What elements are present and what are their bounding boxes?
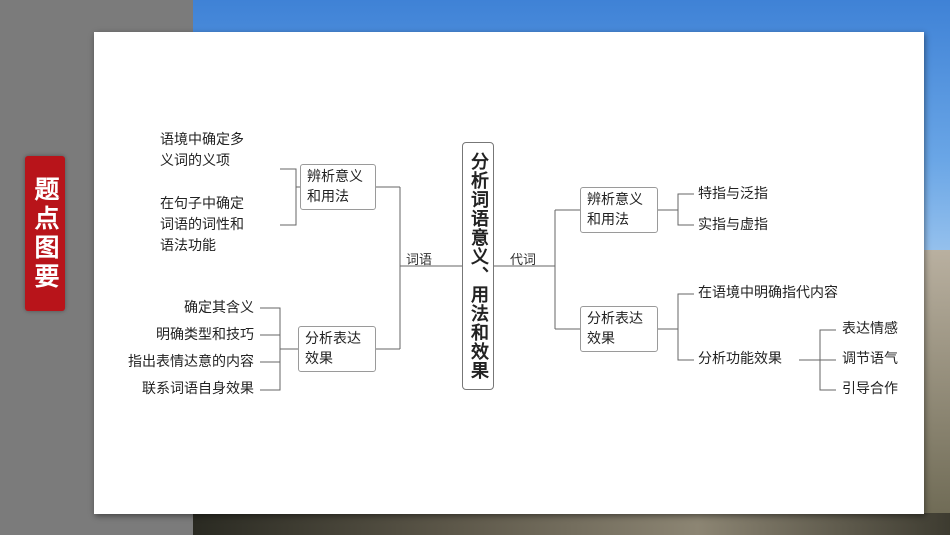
left-item-type-technique: 明确类型和技巧 — [156, 327, 254, 343]
right-box-meaning-usage: 辨析意义 和用法 — [580, 187, 658, 233]
left-item-partofspeech: 在句子中确定 词语的词性和 语法功能 — [160, 194, 244, 257]
ground-scenery — [193, 513, 950, 535]
text-line: 语境中确定多 — [160, 132, 244, 148]
right-item-reference-content: 在语境中明确指代内容 — [698, 285, 838, 301]
right-box-expression-effect: 分析表达 效果 — [580, 306, 658, 352]
line-left-group2-bracket — [260, 307, 281, 391]
right-subitem-tone: 调节语气 — [842, 351, 898, 367]
text-line: 分析表达 — [587, 311, 643, 327]
text-line: 和用法 — [587, 212, 629, 228]
line-left-group1-items — [280, 168, 297, 226]
text-line: 义词的义项 — [160, 153, 230, 169]
right-connector-label: 代词 — [510, 253, 537, 268]
right-subitem-emotion: 表达情感 — [842, 321, 898, 337]
line-right-group2-items — [677, 293, 694, 361]
text-line: 和用法 — [307, 189, 349, 205]
right-item-function-effect: 分析功能效果 — [698, 351, 782, 367]
text-line: 分析表达 — [305, 331, 361, 347]
text-line: 辨析意义 — [307, 169, 363, 185]
text-line: 效果 — [305, 351, 333, 367]
text-line: 辨析意义 — [587, 192, 643, 208]
right-subitem-cooperation: 引导合作 — [842, 381, 898, 397]
left-box-expression-effect: 分析表达 效果 — [298, 326, 376, 372]
left-connector-label: 词语 — [406, 253, 433, 268]
right-item-specific-general: 特指与泛指 — [698, 186, 768, 202]
text-line: 在句子中确定 — [160, 196, 244, 212]
center-topic-box: 分析词语意义、用法和效果 — [462, 142, 494, 390]
line-right-group1-items — [677, 193, 694, 226]
section-badge: 题点图要 — [25, 156, 65, 311]
right-item-real-virtual: 实指与虚指 — [698, 217, 768, 233]
left-box-meaning-usage: 辨析意义 和用法 — [300, 164, 376, 210]
text-line: 效果 — [587, 331, 615, 347]
badge-title: 题点图要 — [31, 175, 60, 292]
left-item-meaning: 确定其含义 — [184, 300, 254, 316]
center-title: 分析词语意义、用法和效果 — [468, 152, 489, 380]
mindmap-card: 语境中确定多 义词的义项 在句子中确定 词语的词性和 语法功能 辨析意义 和用法… — [94, 32, 924, 514]
left-item-expression-content: 指出表情达意的内容 — [128, 354, 254, 370]
left-item-word-effect: 联系词语自身效果 — [142, 381, 254, 397]
left-item-polysemy: 语境中确定多 义词的义项 — [160, 130, 244, 172]
text-line: 词语的词性和 — [160, 217, 244, 233]
text-line: 语法功能 — [160, 238, 216, 254]
connector-lines — [260, 168, 836, 391]
